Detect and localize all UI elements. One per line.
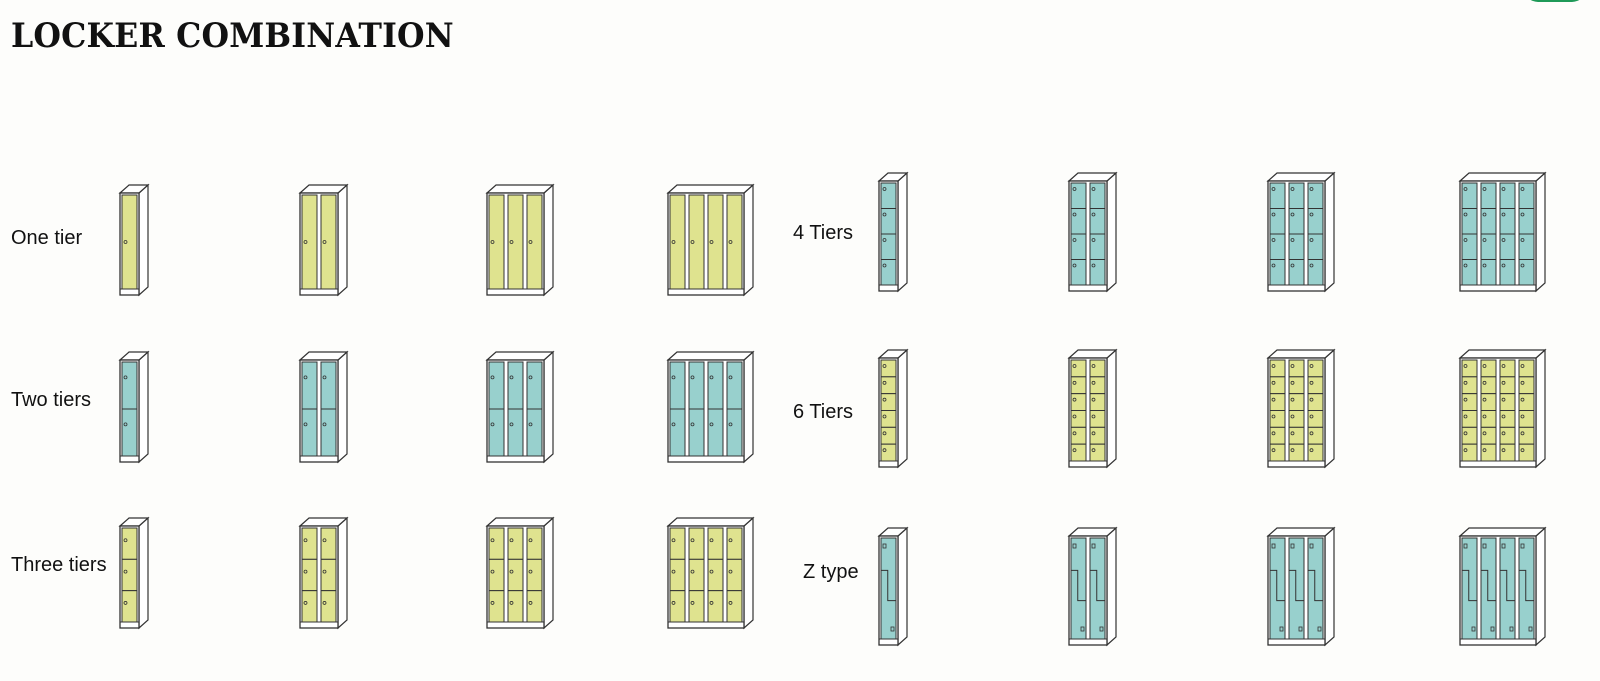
locker-left-row2-cols4 <box>666 350 755 464</box>
locker-right-row1-cols4 <box>1458 171 1547 293</box>
locker-left-row3-cols4 <box>666 516 755 630</box>
locker-right-row3-cols1 <box>877 526 909 647</box>
locker-right-row2-cols1 <box>877 348 909 469</box>
locker-left-row2-cols3 <box>485 350 555 464</box>
corner-tab <box>1524 0 1586 2</box>
locker-left-row1-cols2 <box>298 183 349 297</box>
locker-left-row1-cols1 <box>118 183 150 297</box>
page-title: LOCKER COMBINATION <box>11 16 454 56</box>
row-label-two-tiers: Two tiers <box>11 389 92 411</box>
locker-right-row1-cols1 <box>877 171 909 293</box>
locker-right-row3-cols2 <box>1067 526 1118 647</box>
locker-right-row1-cols2 <box>1067 171 1118 293</box>
locker-right-row2-cols4 <box>1458 348 1547 469</box>
row-label-4-tiers: 4 Tiers <box>793 222 854 244</box>
locker-left-row3-cols3 <box>485 516 555 630</box>
locker-right-row2-cols3 <box>1266 348 1336 469</box>
locker-right-row2-cols2 <box>1067 348 1118 469</box>
locker-left-row1-cols4 <box>666 183 755 297</box>
row-label-z-type: Z type <box>803 561 859 583</box>
locker-left-row3-cols2 <box>298 516 349 630</box>
row-label-one-tier: One tier <box>11 227 83 249</box>
locker-left-row2-cols1 <box>118 350 150 464</box>
locker-right-row3-cols3 <box>1266 526 1336 647</box>
locker-right-row1-cols3 <box>1266 171 1336 293</box>
locker-left-row1-cols3 <box>485 183 555 297</box>
locker-left-row3-cols1 <box>118 516 150 630</box>
locker-left-row2-cols2 <box>298 350 349 464</box>
row-label-three-tiers: Three tiers <box>11 554 107 576</box>
row-label-6-tiers: 6 Tiers <box>793 401 854 423</box>
locker-right-row3-cols4 <box>1458 526 1547 647</box>
